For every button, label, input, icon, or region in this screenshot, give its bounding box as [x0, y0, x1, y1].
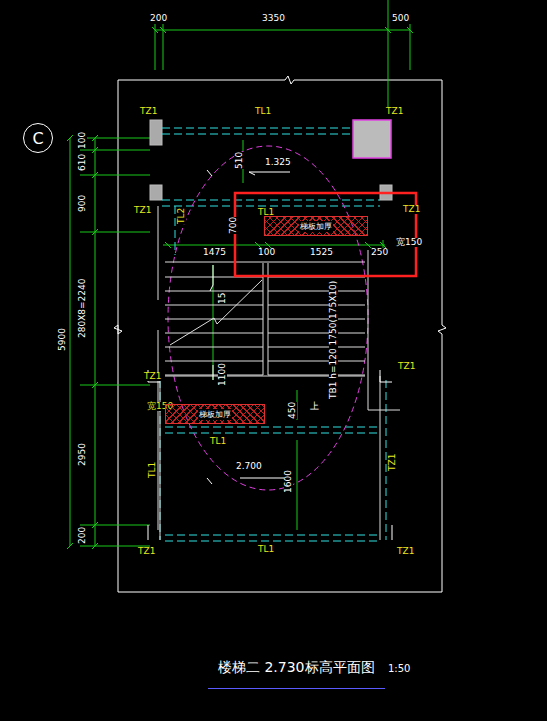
drawing-title: 楼梯二 2.730标高平面图 — [218, 660, 375, 674]
dimension-label: TZ1 — [388, 453, 397, 470]
dimension-label: 200 — [78, 526, 87, 543]
title-underline — [208, 688, 385, 689]
dimension-label: 280X8=2240 — [78, 278, 87, 338]
dimension-label: TL2 — [177, 208, 186, 224]
dimension-label: TL1 — [258, 545, 274, 554]
dimension-label: 宽150 — [396, 238, 422, 247]
dimension-label: 1525 — [310, 248, 333, 257]
dimension-label: TB1 h=120 1750(175X10) — [329, 281, 338, 399]
dimension-label: 100 — [258, 248, 275, 257]
dimension-label: TZ1 — [140, 107, 157, 116]
dimension-label: 上 — [310, 402, 319, 411]
dimension-label: TZ1 — [398, 362, 415, 371]
axis-bubble: C — [23, 123, 53, 153]
dimension-label: 700 — [229, 216, 238, 233]
dimension-label: 610 — [78, 153, 87, 170]
dimension-label: 500 — [392, 14, 409, 23]
dimension-label: TZ1 — [403, 205, 420, 214]
dimension-label: 1475 — [203, 248, 226, 257]
hatched-beam: 梯板加厚 — [165, 404, 265, 424]
dimension-label: 900 — [78, 194, 87, 211]
dimension-label: 1100 — [218, 364, 227, 387]
dimension-label: TZ1 — [397, 547, 414, 556]
dimension-label: 450 — [288, 401, 297, 418]
node-text: 梯板加厚 — [299, 221, 333, 232]
dimension-label: 1600 — [284, 471, 293, 494]
dimension-label: 3350 — [262, 14, 285, 23]
dimension-label: 5900 — [58, 329, 67, 352]
dimension-label: 1.325 — [265, 158, 291, 167]
dimension-label: 15 — [218, 292, 227, 303]
dimension-label: TZ1 — [138, 547, 155, 556]
dimension-label: 200 — [150, 14, 167, 23]
dimension-label: 250 — [371, 248, 388, 257]
dimension-label: 2.700 — [236, 462, 262, 471]
dimension-label: TL1 — [210, 437, 226, 446]
dimension-label: 100 — [78, 131, 87, 148]
dimension-label: TZ1 — [386, 107, 403, 116]
dimension-label: 510 — [235, 151, 244, 168]
dimension-label: 2950 — [78, 444, 87, 467]
node-text: 梯板加厚 — [198, 409, 232, 420]
dimension-label: TL1 — [148, 462, 157, 478]
node-text: C — [32, 129, 43, 148]
dimension-label: TZ1 — [134, 206, 151, 215]
hatched-beam: 梯板加厚 — [264, 216, 368, 236]
dimension-label: TZ1 — [144, 372, 161, 381]
drawing-scale: 1:50 — [388, 664, 410, 674]
dimension-label: TL1 — [255, 107, 271, 116]
